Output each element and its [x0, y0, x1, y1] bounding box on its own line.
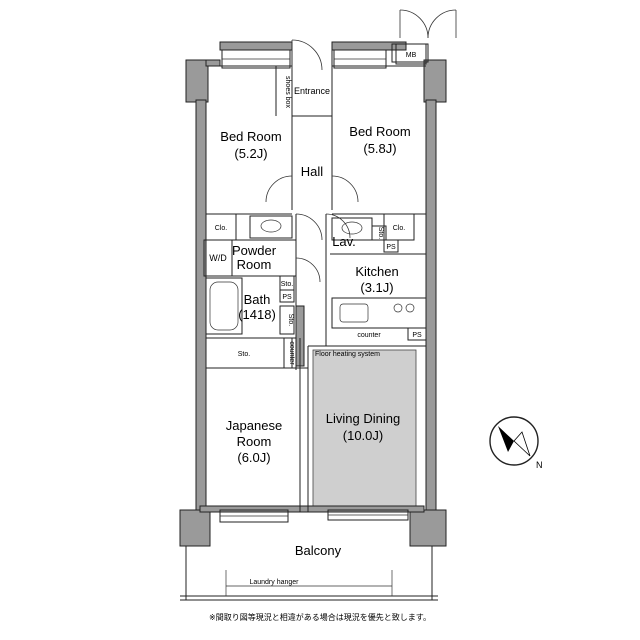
- japanese-room-size: (6.0J): [237, 450, 270, 465]
- floor-heating-area: [312, 349, 417, 507]
- bedroom-right-size: (5.8J): [363, 141, 396, 156]
- laundry-hanger-label: Laundry hanger: [249, 579, 299, 586]
- lavatory-storage-label: Sto.: [377, 227, 384, 240]
- bedroom-left-name: Bed Room: [220, 129, 281, 144]
- kitchen-ps-label: PS: [412, 332, 422, 339]
- kitchen-counter-label: counter: [357, 332, 381, 339]
- closet-left-label: Clo.: [215, 225, 228, 232]
- bath-storage-top-label: Sto.: [281, 281, 294, 288]
- shoes-box-label: shoes box: [284, 76, 291, 108]
- entrance-label: Entrance: [294, 86, 330, 96]
- japanese-room-name-2: Room: [237, 434, 272, 449]
- bath-storage-side-label: Sto.: [287, 314, 294, 327]
- balcony-area: [180, 509, 438, 601]
- compass: N: [489, 416, 543, 470]
- bedroom-right-name: Bed Room: [349, 124, 410, 139]
- bath-ps-label: PS: [282, 294, 292, 301]
- powder-room-name: Powder: [232, 243, 277, 258]
- compass-north-label: N: [536, 460, 543, 470]
- living-dining-size: (10.0J): [343, 428, 383, 443]
- bath-name: Bath: [244, 292, 271, 307]
- lavatory-label: Lav.: [332, 234, 356, 249]
- kitchen-size: (3.1J): [360, 280, 393, 295]
- top-windows: [221, 43, 429, 69]
- japanese-room-name: Japanese: [226, 418, 282, 433]
- counter-vertical-label: counter: [288, 341, 295, 365]
- kitchen-name: Kitchen: [355, 264, 398, 279]
- powder-room-name-2: Room: [237, 257, 272, 272]
- lavatory-ps-label: PS: [386, 244, 396, 251]
- footnote: ※間取り図等現況と相違がある場合は現況を優先と致します。: [209, 613, 431, 622]
- bedroom-left-size: (5.2J): [234, 146, 267, 161]
- japanese-storage-label: Sto.: [238, 351, 251, 358]
- living-dining-name: Living Dining: [326, 411, 400, 426]
- doors: [265, 9, 457, 283]
- washer-dryer-label: W/D: [209, 253, 227, 263]
- bath-size: (1418): [238, 307, 276, 322]
- closet-right-label: Clo.: [393, 225, 406, 232]
- balcony-label: Balcony: [295, 543, 342, 558]
- floor-heating-label: Floor heating system: [315, 351, 380, 358]
- hall-label: Hall: [301, 164, 324, 179]
- fixtures: [203, 43, 427, 369]
- mb-label: MB: [406, 52, 417, 59]
